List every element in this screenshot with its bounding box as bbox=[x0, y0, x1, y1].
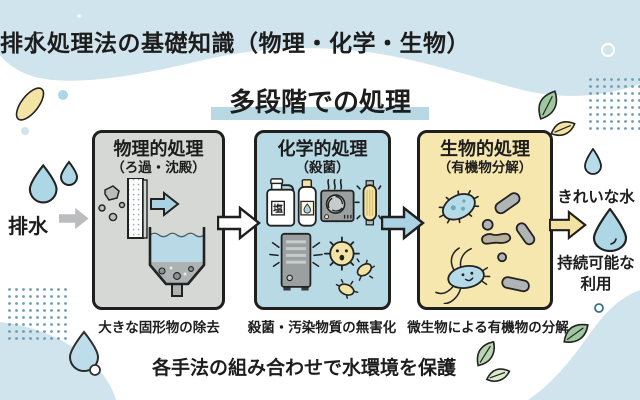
subtitle-highlight: 多段階での処理 bbox=[210, 82, 430, 120]
stage-subtitle: （殺菌） bbox=[295, 159, 350, 175]
germ-icon bbox=[355, 258, 375, 281]
clean-water-drop-icon bbox=[584, 148, 602, 175]
circle-outline-decoration bbox=[594, 303, 604, 313]
microbes-illustration bbox=[435, 190, 536, 304]
subtitle-wrap: 多段階での処理 bbox=[0, 82, 640, 120]
blue-dot-decoration bbox=[58, 90, 68, 100]
leaf-icon bbox=[538, 90, 558, 120]
arrow-right-icon bbox=[217, 205, 261, 241]
leaf-icon bbox=[476, 340, 495, 367]
uv-lamp-icon bbox=[354, 180, 381, 226]
stage-title: 物理的処理 bbox=[113, 139, 204, 159]
caption-chemical: 殺菌・汚染物質の無害化 bbox=[247, 320, 397, 335]
ozone-generator-icon bbox=[268, 232, 323, 291]
chlorine-label: 塩 bbox=[273, 202, 283, 215]
filtration-sedimentation-illustration bbox=[97, 177, 205, 297]
disinfection-illustration: 塩 bbox=[265, 178, 381, 299]
page-title: 排水処理法の基礎知識（物理・化学・生物） bbox=[0, 30, 470, 56]
caption-biological: 微生物による有機物の分解 bbox=[407, 320, 569, 335]
stage-title: 化学的処理 bbox=[277, 139, 368, 159]
stage-box-chemical: 化学的処理 （殺菌） 塩 bbox=[254, 130, 391, 310]
squiggle-icon bbox=[29, 32, 43, 53]
sedimentation-tank-icon bbox=[148, 226, 205, 297]
bottom-right-wave-shape bbox=[528, 290, 640, 400]
wastewater-drops-icon bbox=[28, 160, 78, 204]
microbe-icon bbox=[438, 190, 480, 224]
output-clean-label: きれいな水 bbox=[557, 189, 635, 206]
top-wave-shape bbox=[0, 0, 640, 96]
arrow-right-icon bbox=[549, 209, 587, 241]
arrow-right-icon bbox=[149, 190, 180, 218]
ozone-unit-icon bbox=[319, 178, 354, 223]
microbe-icon bbox=[435, 247, 491, 304]
leaf-icon bbox=[563, 323, 589, 343]
germ-icon bbox=[323, 236, 360, 271]
circle-outline-decoration bbox=[600, 42, 616, 58]
blue-dot-decoration bbox=[21, 127, 29, 135]
water-drop-icon bbox=[68, 330, 100, 372]
stage-box-biological: 生物的処理 （有機物分解） bbox=[417, 130, 553, 310]
caption-physical: 大きな固形物の除去 bbox=[98, 320, 220, 335]
reuse-water-drop-icon bbox=[592, 208, 628, 252]
dot-grid-bottom-left bbox=[8, 288, 68, 342]
stage-title: 生物的処理 bbox=[440, 139, 530, 159]
organic-matter-icon bbox=[481, 192, 536, 293]
leaf-icon bbox=[550, 121, 576, 137]
arrow-right-icon bbox=[59, 207, 89, 230]
stage-box-physical: 物理的処理 （ろ過・沈殿） bbox=[92, 130, 225, 310]
arrow-right-icon bbox=[381, 205, 425, 241]
dot-grid-top-right bbox=[586, 78, 640, 134]
solid-particles-icon bbox=[97, 185, 125, 222]
dot-decoration bbox=[11, 45, 15, 49]
input-label: 排水 bbox=[8, 216, 48, 238]
germ-icon bbox=[335, 278, 358, 299]
chlorine-bottle-icon: 塩 bbox=[265, 178, 295, 227]
stage-subtitle: （ろ過・沈殿） bbox=[111, 159, 206, 175]
dot-decoration bbox=[77, 14, 81, 18]
circle-outline-decoration bbox=[89, 364, 101, 376]
yellow-blob-decoration bbox=[15, 87, 45, 121]
filter-icon bbox=[126, 177, 148, 239]
output-sustainable-label: 持続可能な利用 bbox=[557, 255, 635, 293]
water-bottle-icon bbox=[297, 179, 317, 227]
stage-subtitle: （有機物分解） bbox=[437, 159, 533, 175]
leaf-icon bbox=[485, 368, 511, 382]
footer-message: 各手法の組み合わせで水環境を保護 bbox=[151, 358, 456, 379]
